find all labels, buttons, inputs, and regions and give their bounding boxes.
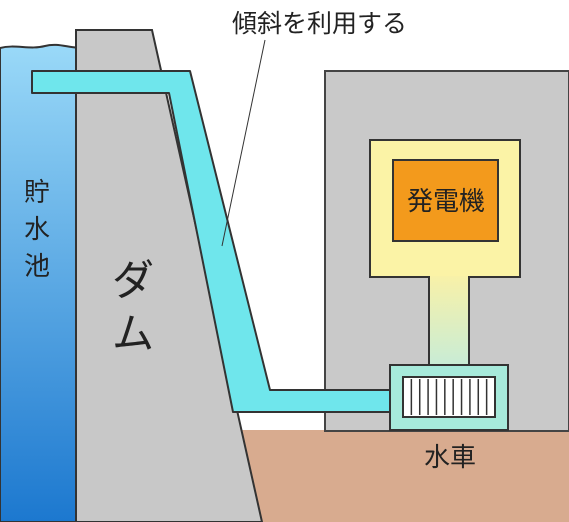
generator-label: 発電機: [407, 187, 485, 217]
dam: [75, 29, 264, 522]
dam-label-char-1: ダ: [112, 256, 154, 305]
generator-shaft: [429, 276, 469, 366]
waterwheel-label: 水車: [424, 443, 476, 473]
reservoir: [0, 43, 87, 522]
waterwheel: [402, 376, 496, 418]
reservoir-label-char-1: 貯: [24, 178, 50, 208]
reservoir-label-char-2: 水: [24, 215, 50, 245]
slope-label: 傾斜を利用する: [232, 9, 407, 38]
ground: [230, 430, 569, 522]
generator: [392, 159, 499, 242]
dam-label-char-2: ム: [112, 309, 154, 358]
reservoir-label-char-3: 池: [24, 252, 50, 282]
slope-leader-line: [221, 39, 266, 247]
